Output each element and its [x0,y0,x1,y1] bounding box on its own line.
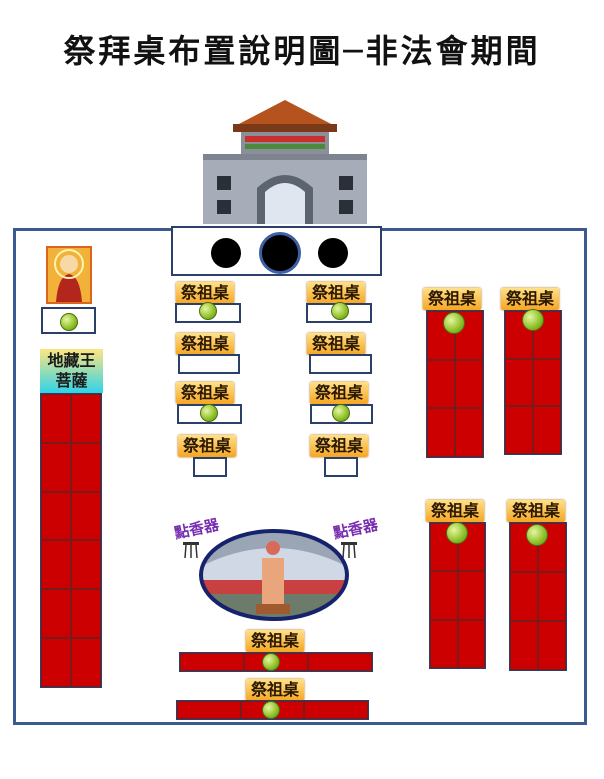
main-altar-table [171,226,382,276]
ancestor-table-label: 祭祖桌 [426,500,485,522]
offering-ball-icon [446,522,468,544]
ancestor-red-table [429,522,486,669]
ancestor-table-label: 祭祖桌 [310,382,369,404]
ancestor-table-label: 祭祖桌 [178,435,237,457]
offering-ball-icon [331,302,349,320]
offering-ball-icon [200,404,218,422]
ancestor-table-label: 祭祖桌 [307,282,366,304]
ancestor-red-table [426,310,484,458]
ancestor-table-label: 祭祖桌 [246,679,305,701]
offering-circle-center [259,232,301,274]
central-statue-photo [199,529,349,621]
ksitigarbha-image [46,246,92,304]
incense-burner-icon [183,542,199,559]
offering-circle-right [318,238,348,268]
ancestor-table-label: 祭祖桌 [246,630,305,652]
ancestor-red-table-horizontal [179,652,373,672]
page-title: 祭拜桌布置說明圖─非法會期間 [63,32,541,70]
ancestor-table-label: 祭祖桌 [507,500,566,522]
ancestor-table-small [193,457,227,477]
offering-ball-icon [522,309,544,331]
ancestor-table-label: 祭祖桌 [423,288,482,310]
ancestor-red-table [504,310,562,455]
ancestor-table-label: 祭祖桌 [176,382,235,404]
offering-ball-icon [199,302,217,320]
ancestor-table-label: 祭祖桌 [176,333,235,355]
ksitigarbha-red-table [40,393,102,688]
temple-building-image [203,100,367,224]
ancestor-table-small [309,354,372,374]
ksitigarbha-label: 地藏王 菩薩 [40,349,103,393]
offering-ball-icon [262,653,280,671]
offering-ball-icon [262,701,280,719]
offering-ball-icon [443,312,465,334]
offering-circle-left [211,238,241,268]
ancestor-table-label: 祭祖桌 [307,333,366,355]
ancestor-table-label: 祭祖桌 [310,435,369,457]
ancestor-red-table [509,522,567,671]
ancestor-table-label: 祭祖桌 [176,282,235,304]
offering-ball-icon [332,404,350,422]
offering-ball-icon [526,524,548,546]
incense-burner-icon [341,542,357,559]
offering-ball-icon [60,313,78,331]
ancestor-table-label: 祭祖桌 [501,288,560,310]
ancestor-table-small [324,457,358,477]
ancestor-table-small [178,354,240,374]
